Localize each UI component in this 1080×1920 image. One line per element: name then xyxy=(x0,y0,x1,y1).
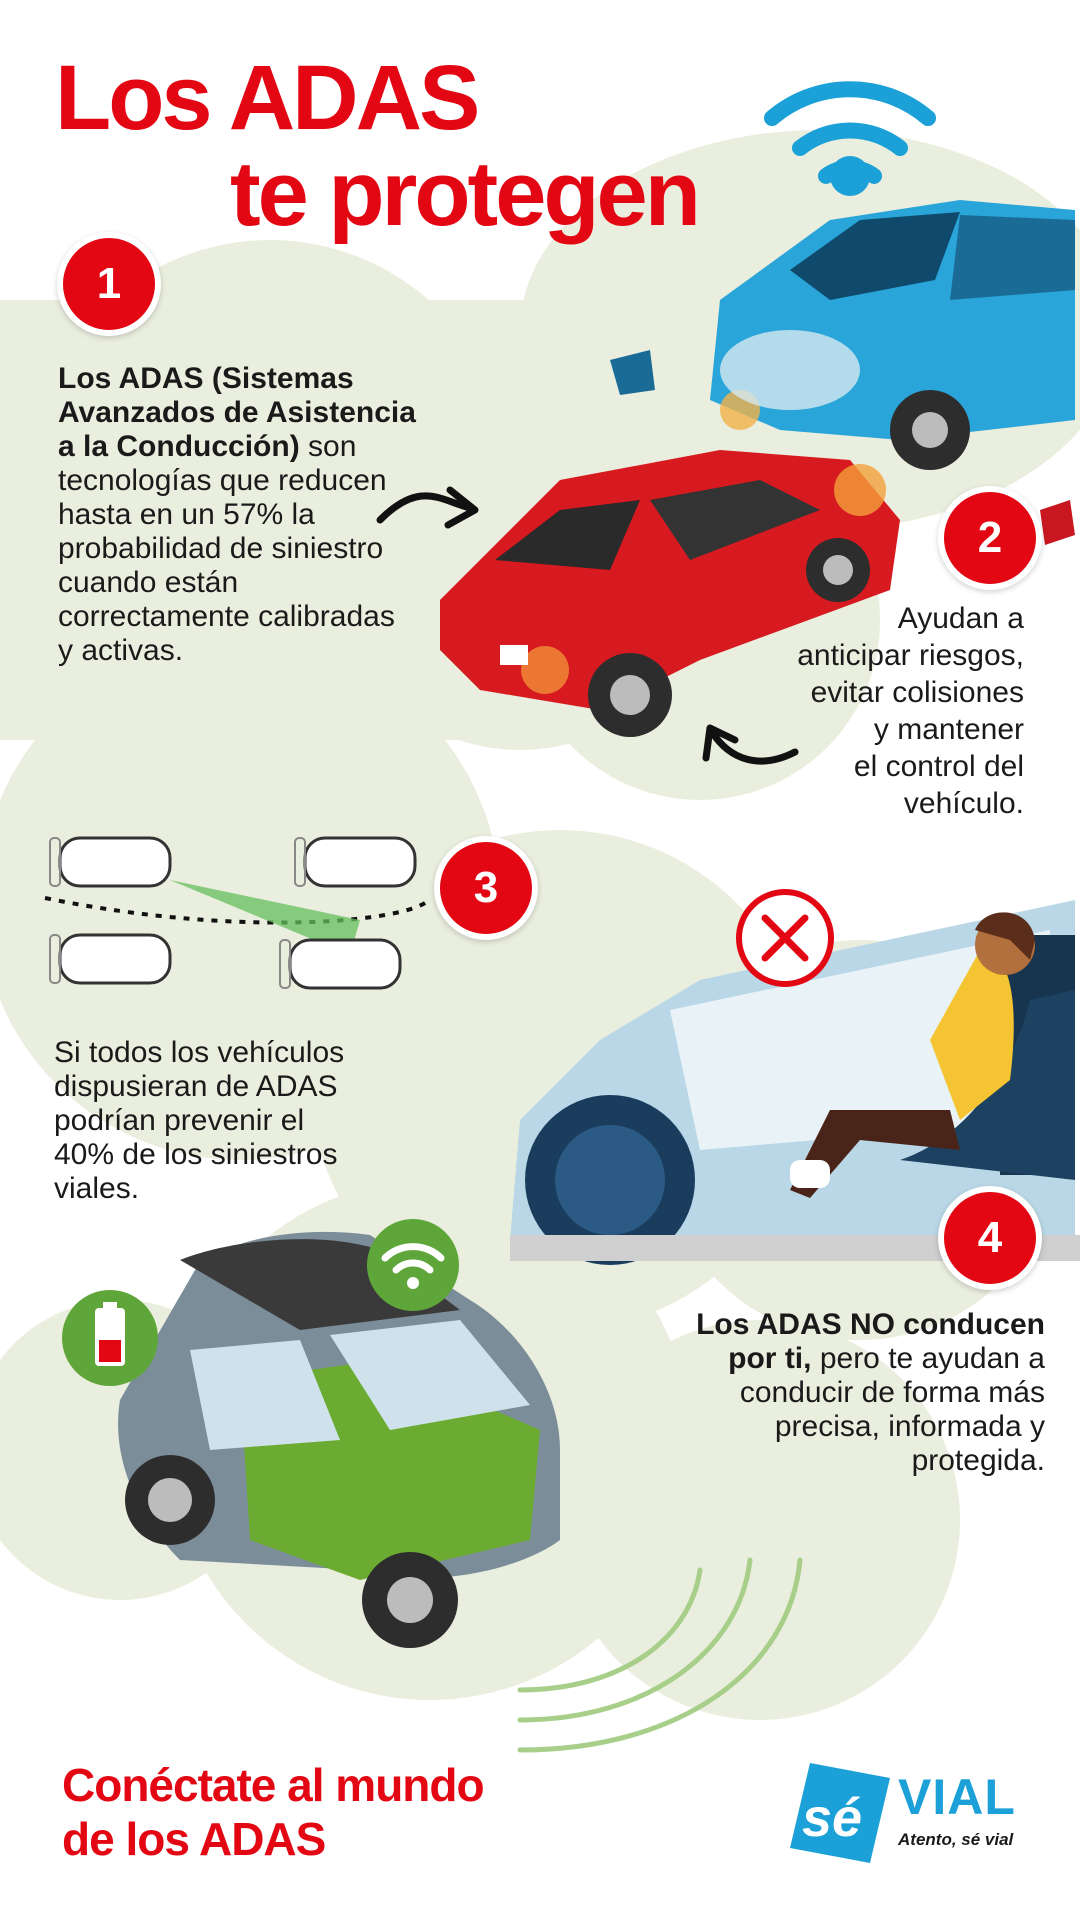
title-line-2: te protegen xyxy=(230,143,701,245)
svg-text:sé: sé xyxy=(802,1788,862,1848)
page-title: Los ADAS te protegen xyxy=(55,52,701,245)
step-2-line: evitar colisiones xyxy=(810,676,1024,709)
title-line-1: Los ADAS xyxy=(55,47,480,149)
debris-shard xyxy=(610,350,655,395)
step-2-line: vehículo. xyxy=(903,787,1024,820)
curved-arrow-icon-2 xyxy=(708,728,799,765)
red-car-illustration xyxy=(440,450,900,737)
driver-car-illustration xyxy=(510,900,1080,1265)
x-circle-icon xyxy=(736,889,834,987)
step-1-rest: son tecnologías que reducen hasta en un … xyxy=(58,430,395,667)
lane-change-diagram xyxy=(44,836,432,990)
step-4-bold: Los ADAS NO conducen por ti, xyxy=(696,1308,1045,1375)
footer-line-1: Conéctate al mundo xyxy=(62,1759,485,1811)
step-4-text: Los ADAS NO conducen por ti, pero te ayu… xyxy=(660,1308,1045,1478)
step-3-line: podrían prevenir el xyxy=(54,1104,305,1137)
signal-waves xyxy=(517,1557,803,1753)
step-3-line: 40% de los siniestros xyxy=(54,1138,338,1171)
step-2-line: el control del xyxy=(853,750,1024,783)
step-2-line: Ayudan a xyxy=(897,602,1024,635)
step-2-badge: 2 xyxy=(938,486,1042,590)
curved-arrow-icon xyxy=(376,492,474,524)
blue-car-illustration xyxy=(710,200,1075,470)
wifi-badge-icon xyxy=(367,1219,459,1311)
logo-tagline: Atento, sé vial xyxy=(898,1830,1014,1849)
green-car-illustration xyxy=(118,1231,561,1648)
step-3-badge: 3 xyxy=(434,836,538,940)
step-4-rest: pero te ayudan a conducir de forma más p… xyxy=(739,1342,1045,1477)
brand-logo: sé VIAL Atento, sé vial xyxy=(780,1758,1030,1868)
step-3-line: Si todos los vehículos xyxy=(54,1036,345,1069)
step-3-line: dispusieran de ADAS xyxy=(54,1070,338,1103)
step-2-line: anticipar riesgos, xyxy=(797,639,1024,672)
step-1-bold: Los ADAS (Sistemas Avanzados de Asistenc… xyxy=(58,362,416,463)
logo-mark-icon: sé xyxy=(790,1763,890,1863)
step-1-text: Los ADAS (Sistemas Avanzados de Asistenc… xyxy=(58,362,418,668)
logo-name: VIAL xyxy=(898,1769,1016,1825)
step-3-text: Si todos los vehículos dispusieran de AD… xyxy=(54,1036,434,1206)
footer-title: Conéctate al mundo de los ADAS xyxy=(62,1758,485,1866)
step-2-text: Ayudan a anticipar riesgos, evitar colis… xyxy=(700,600,1024,822)
step-3-line: viales. xyxy=(54,1172,140,1205)
step-1-badge: 1 xyxy=(57,232,161,336)
battery-icon xyxy=(62,1290,158,1386)
step-4-badge: 4 xyxy=(938,1186,1042,1290)
footer-line-2: de los ADAS xyxy=(62,1813,326,1865)
step-2-line: y mantener xyxy=(873,713,1024,746)
